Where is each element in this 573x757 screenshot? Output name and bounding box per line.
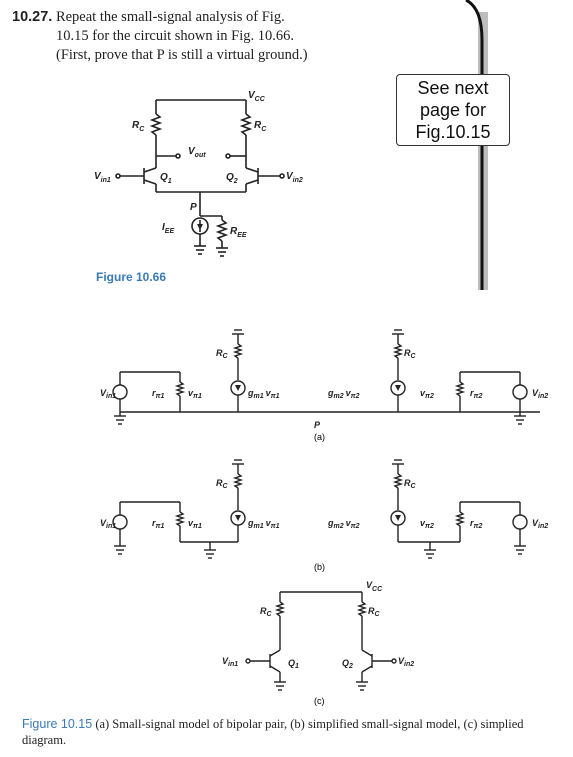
svg-text:rπ2: rπ2 [470,518,482,530]
svg-text:P: P [314,420,321,430]
svg-text:rπ2: rπ2 [470,388,482,400]
svg-text:RC: RC [216,348,229,360]
vout-label: Vout [188,146,206,159]
figure-10-66-circuit: VCC RC RC Vout Vin1 Vin2 Q1 Q2 P IEE REE [94,90,303,257]
svg-text:Q2: Q2 [342,658,353,670]
svg-text:RC: RC [404,348,417,360]
svg-text:RC: RC [368,606,381,618]
svg-text:RC: RC [216,478,229,490]
svg-text:vπ2: vπ2 [420,518,434,530]
figure-10-15-caption: Figure 10.15 (a) Small-signal model of b… [22,716,562,748]
problem-line-1: Repeat the small-signal analysis of Fig. [55,9,285,25]
svg-text:Vin1: Vin1 [222,656,238,668]
vin1-label: Vin1 [94,171,111,184]
problem-line-3: (First, prove that P is still a virtual … [56,47,308,63]
note-line-3: Fig.10.15 [415,122,491,142]
svg-text:rπ1: rπ1 [152,518,164,530]
svg-text:Vin2: Vin2 [398,656,414,668]
panel-c-label: (c) [314,696,325,706]
panel-a-label: (a) [314,432,325,442]
svg-text:Vin1: Vin1 [100,518,116,530]
svg-text:Vin2: Vin2 [532,388,548,400]
rc-right-label: RC [254,120,267,133]
svg-text:RC: RC [260,606,273,618]
q2-label: Q2 [226,172,238,185]
p-label: P [190,202,197,213]
side-bracket [465,0,488,290]
svg-text:vπ1: vπ1 [188,518,202,530]
see-next-page-note: See next page for Fig.10.15 [396,74,510,146]
svg-text:vπ1: vπ1 [188,388,202,400]
ree-label: REE [230,226,247,239]
svg-text:rπ1: rπ1 [152,388,164,400]
svg-text:Vin1: Vin1 [100,388,116,400]
q1-label: Q1 [160,172,172,185]
note-line-1: See next [417,78,489,98]
note-line-2: page for [419,100,487,120]
problem-line-2: 10.15 for the circuit shown in Fig. 10.6… [56,28,295,44]
vin2-label: Vin2 [286,171,303,184]
rc-left-label: RC [132,120,145,133]
svg-text:VCC: VCC [366,580,383,593]
problem-statement: 10.27. Repeat the small-signal analysis … [12,8,372,65]
svg-text:Vin2: Vin2 [532,518,548,530]
caption-text: (a) Small-signal model of bipolar pair, … [22,717,524,747]
figure-10-66-caption: Figure 10.66 [96,270,167,284]
svg-text:Q1: Q1 [288,658,299,670]
svg-text:vπ2: vπ2 [420,388,434,400]
svg-text:RC: RC [404,478,417,490]
problem-number: 10.27. [12,9,53,25]
caption-label: Figure 10.15 [22,717,93,731]
panel-c-circuit: VCC RC RC Vin1 Q1 Q2 Vin2 (c) [222,580,414,706]
vcc-label: VCC [248,90,266,103]
panel-b-label: (b) [314,562,325,572]
iee-label: IEE [162,222,174,235]
